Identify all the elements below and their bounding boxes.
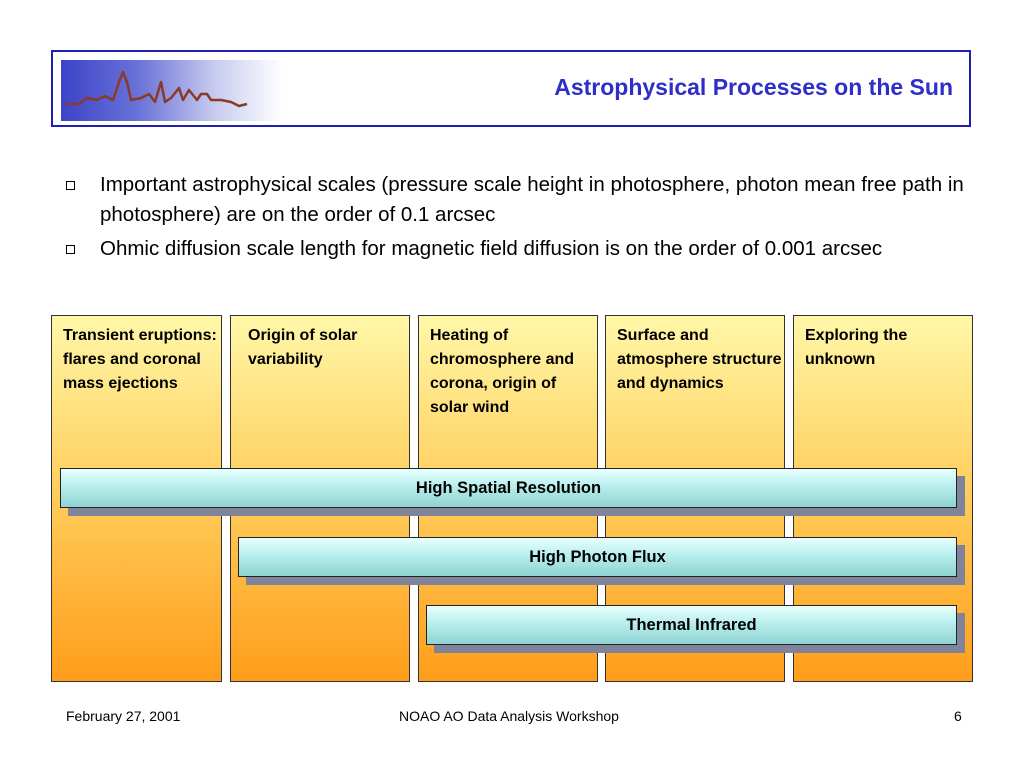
footer-event: NOAO AO Data Analysis Workshop bbox=[399, 708, 619, 724]
slide-title: Astrophysical Processes on the Sun bbox=[554, 74, 953, 100]
footer-date: February 27, 2001 bbox=[66, 708, 181, 724]
band-high-spatial-resolution: High Spatial Resolution bbox=[60, 468, 957, 508]
band-label: High Photon Flux bbox=[529, 547, 666, 566]
band-thermal-infrared: Thermal Infrared bbox=[426, 605, 957, 645]
column-label: Exploring the unknown bbox=[805, 327, 908, 368]
band-label: Thermal Infrared bbox=[626, 615, 757, 634]
bullet-item: Ohmic diffusion scale length for magneti… bbox=[66, 234, 966, 264]
band-high-photon-flux: High Photon Flux bbox=[238, 537, 957, 577]
column-label: Surface and atmosphere structure and dyn… bbox=[617, 327, 782, 392]
band-label: High Spatial Resolution bbox=[415, 478, 602, 497]
square-bullet-icon bbox=[66, 181, 75, 190]
column-label: Origin of solar variability bbox=[248, 327, 358, 368]
bullet-text: Important astrophysical scales (pressure… bbox=[100, 173, 964, 226]
mountain-skyline-logo-icon bbox=[61, 60, 283, 121]
footer-page-number: 6 bbox=[954, 708, 962, 724]
logo-skyline-drawing bbox=[65, 70, 248, 108]
square-bullet-icon bbox=[66, 245, 75, 254]
column-label: Transient eruptions: flares and coronal … bbox=[63, 327, 217, 392]
column-label: Heating of chromosphere and corona, orig… bbox=[430, 327, 575, 416]
slide-header: Astrophysical Processes on the Sun bbox=[51, 50, 971, 127]
bullet-item: Important astrophysical scales (pressure… bbox=[66, 170, 966, 230]
bullet-list: Important astrophysical scales (pressure… bbox=[66, 170, 966, 268]
bullet-text: Ohmic diffusion scale length for magneti… bbox=[100, 237, 883, 260]
